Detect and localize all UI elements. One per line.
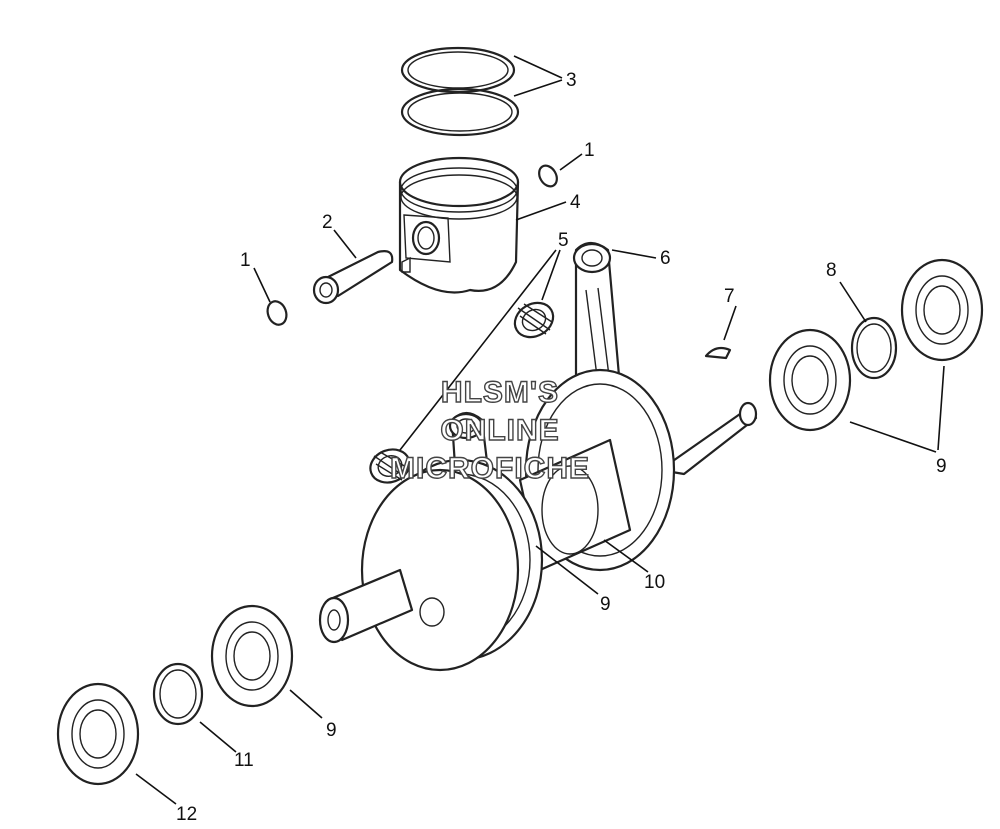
piston <box>398 156 520 294</box>
callout-8: 8 <box>826 260 837 281</box>
watermark-line-3: MICROFICHE <box>390 452 590 485</box>
watermark-line-2: ONLINE <box>440 414 559 447</box>
callout-labels: 3 1 4 2 1 5 6 7 8 9 10 9 9 11 12 <box>176 70 947 825</box>
circlips <box>266 164 558 326</box>
callout-11: 11 <box>234 750 254 771</box>
callout-1-left: 1 <box>240 250 251 271</box>
callout-5: 5 <box>558 230 569 251</box>
piston-pin <box>312 250 394 305</box>
watermark-line-1: HLSM'S <box>441 376 559 409</box>
watermark: HLSM'S ONLINE MICROFICHE <box>389 375 590 485</box>
woodruff-key <box>704 346 732 360</box>
needle-bearings <box>369 301 555 484</box>
left-bearings <box>56 604 294 786</box>
callout-9-center: 9 <box>600 594 611 615</box>
callout-7: 7 <box>724 286 735 307</box>
piston-rings <box>400 46 520 137</box>
crankshaft <box>318 368 758 672</box>
callout-6: 6 <box>660 248 671 269</box>
callout-2: 2 <box>322 212 333 233</box>
leader-lines <box>135 55 945 805</box>
callout-3: 3 <box>566 70 577 91</box>
right-bearings <box>768 258 984 432</box>
callout-1-top: 1 <box>584 140 595 161</box>
callout-9-right: 9 <box>936 456 947 477</box>
callout-4: 4 <box>570 192 581 213</box>
callout-9-left: 9 <box>326 720 337 741</box>
callout-10: 10 <box>644 572 665 593</box>
callout-12: 12 <box>176 804 197 825</box>
